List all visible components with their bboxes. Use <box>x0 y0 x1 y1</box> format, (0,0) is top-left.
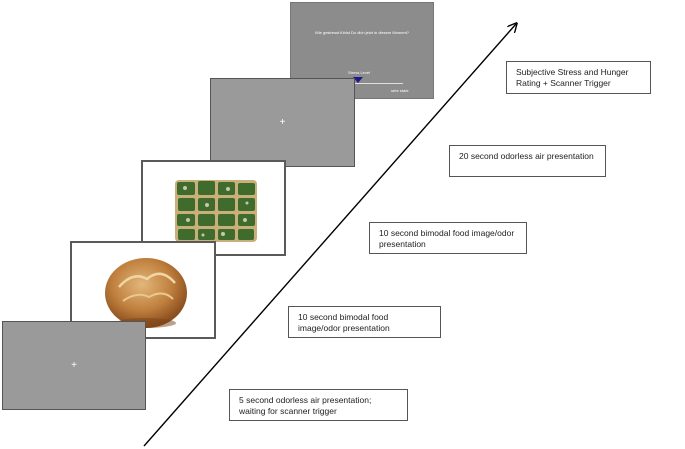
rating-scale-end: sehr stark <box>391 88 409 93</box>
rating-scale-label: Stress Level <box>348 70 371 75</box>
fixation-cross-icon: + <box>279 116 286 128</box>
fixation-cross-icon: + <box>71 359 77 371</box>
fixation-screen-top: + <box>210 78 355 167</box>
rating-marker-icon <box>353 77 363 83</box>
rating-scale-line <box>353 83 403 84</box>
rating-question: Wie gestresst fühlst Du dich jetzt in di… <box>314 30 410 35</box>
bread-image <box>105 258 187 328</box>
flatbread-image <box>175 180 257 242</box>
food-image-screen-flatbread <box>141 160 286 256</box>
label-bimodal-top: 10 second bimodal food image/odor presen… <box>369 222 527 254</box>
label-rating-phase: Subjective Stress and Hunger Rating + Sc… <box>506 61 651 94</box>
label-air-20s: 20 second odorless air presentation <box>449 145 606 177</box>
fixation-screen-bottom: + <box>2 321 146 410</box>
time-arrow-line <box>143 24 516 447</box>
label-bimodal-bottom: 10 second bimodal food image/odor presen… <box>288 306 441 338</box>
label-air-5s: 5 second odorless air presentation; wait… <box>229 389 408 421</box>
